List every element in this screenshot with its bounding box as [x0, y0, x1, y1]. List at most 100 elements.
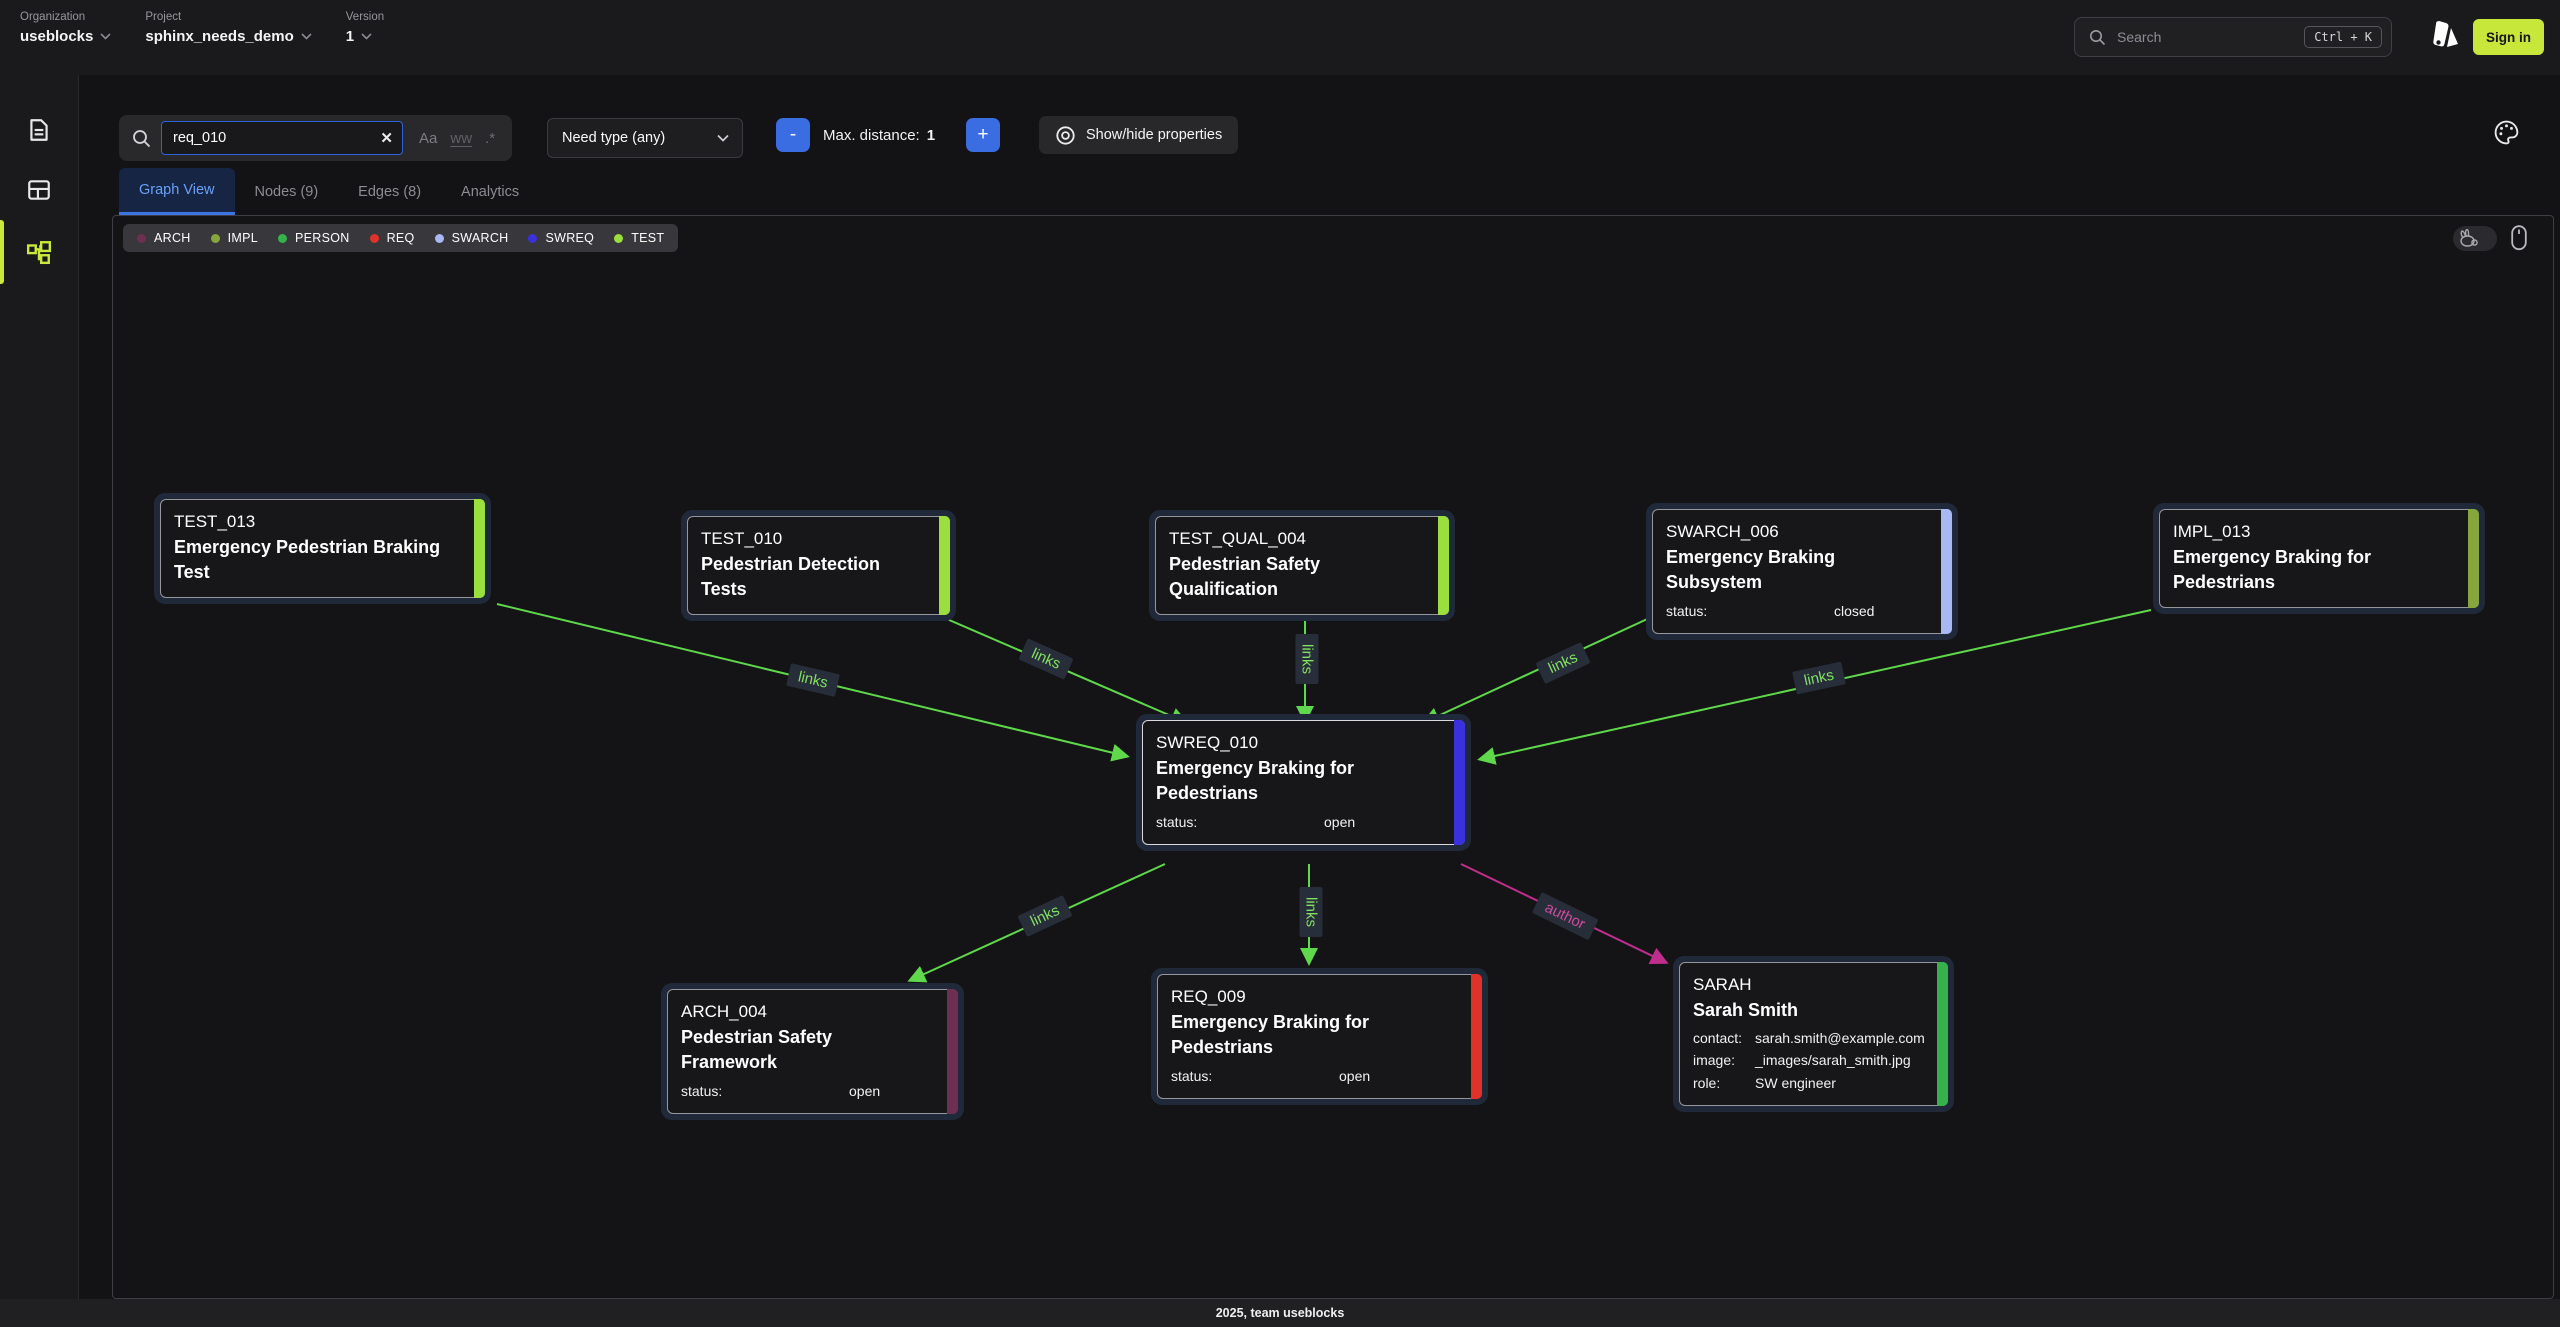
node-type-color-bar — [1438, 516, 1449, 615]
tab-graph-view[interactable]: Graph View — [119, 168, 235, 215]
node-type-color-bar — [474, 499, 485, 598]
tab-analytics[interactable]: Analytics — [461, 183, 520, 200]
property-value: open — [1339, 1067, 1371, 1084]
legend-dot — [278, 233, 287, 243]
need-type-select[interactable]: Need type (any) — [547, 118, 743, 158]
legend-item-req[interactable]: REQ — [369, 231, 415, 245]
legend-dot — [434, 233, 444, 243]
node-id: SARAH — [1693, 975, 1752, 994]
project-switcher[interactable]: Project sphinx_needs_demo — [145, 11, 312, 45]
chevron-down-icon — [361, 33, 372, 40]
sidebar-item-layout[interactable] — [26, 177, 52, 203]
animation-speed-toggle[interactable] — [2453, 226, 2497, 251]
sidebar-item-graph[interactable] — [26, 239, 52, 265]
context-switchers: Organization useblocks Project sphinx_ne… — [20, 11, 384, 45]
legend-item-swarch[interactable]: SWARCH — [434, 231, 509, 245]
sign-in-button[interactable]: Sign in — [2473, 19, 2544, 55]
node-property-status: status:open — [681, 1080, 927, 1102]
whole-word-toggle[interactable]: ww — [450, 129, 473, 147]
filter-search-group: ✕ Aa ww .* — [119, 115, 513, 161]
theme-palette-icon[interactable] — [2493, 119, 2520, 146]
node-id: TEST_010 — [701, 529, 783, 548]
type-legend: ARCH IMPL PERSON REQ SWARCH SWREQ TEST — [123, 224, 679, 252]
distance-decrease-button[interactable]: - — [776, 118, 810, 152]
node-id: SWREQ_010 — [1156, 733, 1259, 752]
tab-edges-8[interactable]: Edges (8) — [358, 183, 422, 200]
global-search[interactable]: Search Ctrl + K — [2074, 17, 2392, 57]
legend-dot — [137, 233, 146, 243]
show-hide-properties-button[interactable]: Show/hide properties — [1039, 116, 1239, 154]
sidebar-item-documents[interactable] — [26, 117, 52, 143]
node-type-color-bar — [947, 989, 958, 1114]
property-label: status: — [1156, 813, 1198, 830]
legend-item-impl[interactable]: IMPL — [210, 231, 258, 245]
regex-toggle[interactable]: .* — [485, 129, 496, 147]
version-switcher[interactable]: Version 1 — [346, 11, 384, 45]
property-label: image: — [1693, 1052, 1736, 1069]
property-value: closed — [1834, 602, 1875, 619]
node-property-status: status:closed — [1666, 600, 1921, 622]
legend-item-arch[interactable]: ARCH — [137, 231, 191, 245]
legend-item-swreq[interactable]: SWREQ — [528, 231, 594, 245]
need-type-value: Need type (any) — [562, 130, 666, 146]
node-id: TEST_QUAL_004 — [1169, 529, 1307, 548]
sidebar-active-indicator — [0, 220, 4, 284]
search-flags: Aa ww .* — [419, 130, 495, 147]
useblocks-logo-icon — [2433, 21, 2458, 47]
max-distance-value: 1 — [926, 126, 936, 144]
legend-label: ARCH — [154, 231, 191, 245]
node-title: Pedestrian Safety Framework — [681, 1026, 833, 1073]
legend-label: SWREQ — [545, 231, 595, 245]
search-icon — [133, 129, 151, 147]
property-value: SW engineer — [1755, 1074, 1836, 1091]
tab-nodes-9[interactable]: Nodes (9) — [254, 183, 319, 200]
legend-dot — [369, 233, 379, 243]
main-content: ✕ Aa ww .* Need type (any) - Max. distan… — [79, 75, 2560, 1299]
clear-search-icon[interactable]: ✕ — [380, 129, 393, 147]
match-case-toggle[interactable]: Aa — [419, 129, 438, 147]
legend-dot — [614, 233, 624, 243]
legend-item-test[interactable]: TEST — [614, 231, 664, 245]
property-value: open — [1324, 813, 1356, 830]
node-property-status: status: open — [1156, 811, 1434, 833]
legend-dot — [210, 233, 220, 243]
org-value: useblocks — [20, 28, 94, 45]
top-header: Organization useblocks Project sphinx_ne… — [0, 0, 2560, 75]
max-distance-label: Max. distance: — [823, 126, 920, 144]
org-label: Organization — [20, 11, 86, 23]
legend-dot — [528, 233, 538, 243]
property-value: sarah.smith@example.com — [1755, 1030, 1925, 1047]
node-properties: status: open — [1156, 811, 1434, 833]
needs-search-input[interactable] — [171, 129, 381, 147]
node-title: Pedestrian Detection Tests — [701, 553, 881, 600]
version-label: Version — [345, 11, 385, 23]
edge-label-links: links — [1295, 633, 1319, 685]
node-title: Emergency Braking for Pedestrians — [2173, 546, 2372, 593]
search-shortcut-kbd: Ctrl + K — [2304, 26, 2382, 48]
org-switcher[interactable]: Organization useblocks — [20, 11, 111, 45]
node-id: REQ_009 — [1171, 987, 1246, 1006]
distance-increase-button[interactable]: + — [966, 118, 1000, 152]
legend-label: PERSON — [295, 231, 350, 245]
version-value: 1 — [345, 28, 355, 45]
node-id: SWARCH_006 — [1666, 522, 1779, 541]
mouse-icon[interactable] — [2511, 225, 2527, 251]
node-type-color-bar — [939, 516, 950, 615]
node-id: IMPL_013 — [2173, 522, 2251, 541]
legend-item-person[interactable]: PERSON — [278, 231, 350, 245]
node-properties: status:closed — [1666, 600, 1921, 622]
